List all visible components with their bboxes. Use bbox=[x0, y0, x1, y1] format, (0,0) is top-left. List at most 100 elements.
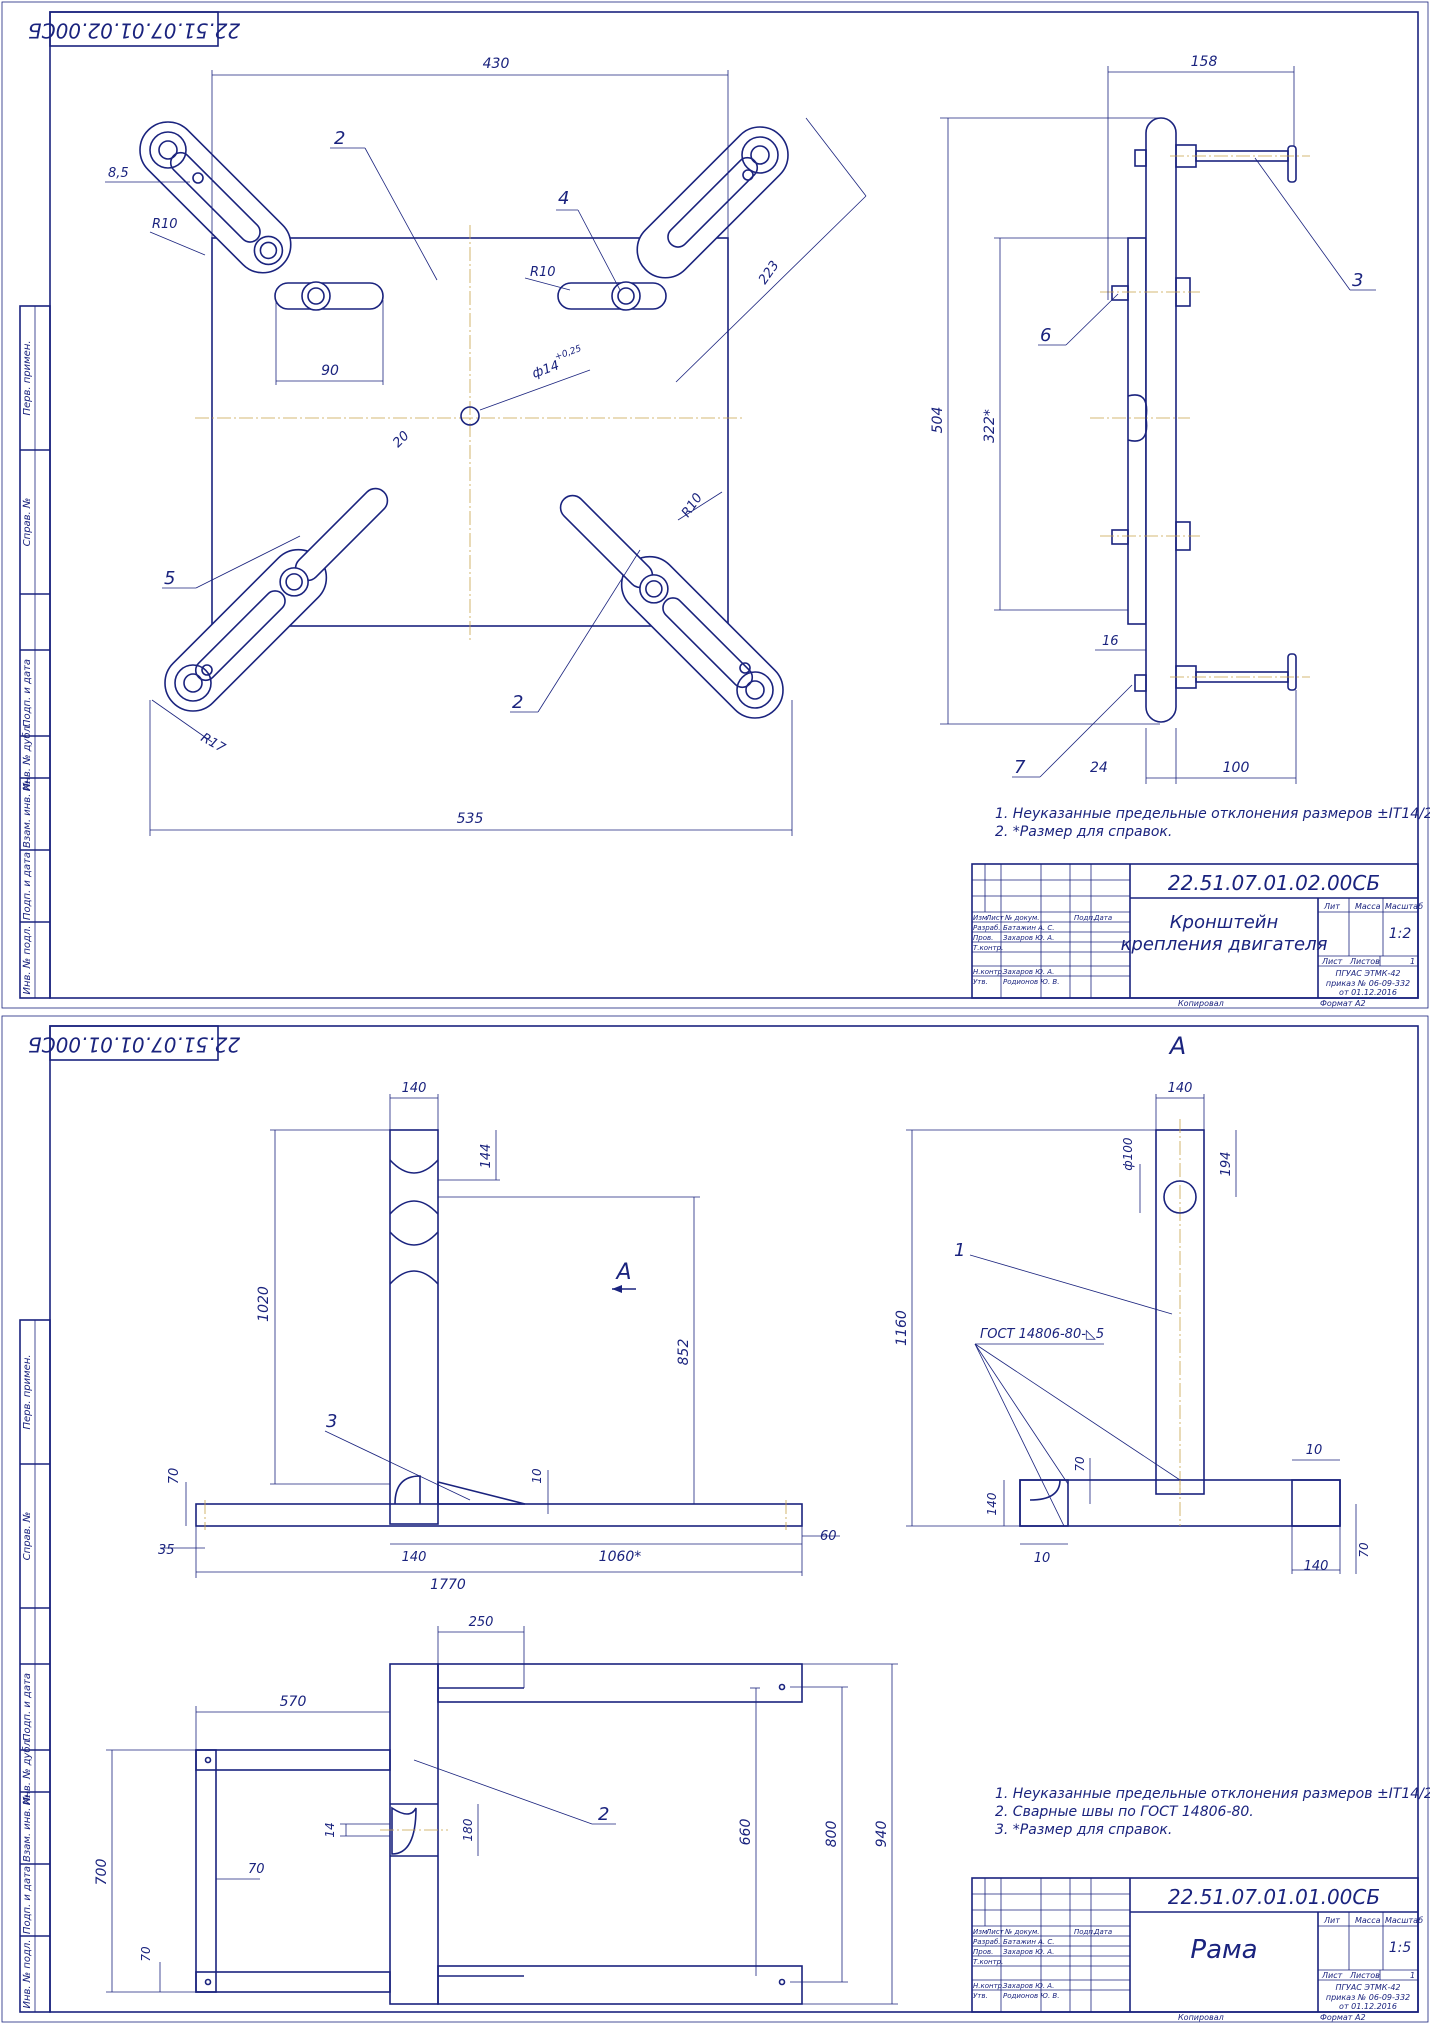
svg-text:Лист: Лист bbox=[1321, 957, 1343, 966]
svg-text:ПГУАС ЭТМК-42: ПГУАС ЭТМК-42 bbox=[1335, 1983, 1400, 1992]
svg-text:Масса: Масса bbox=[1355, 1916, 1381, 1925]
dim-100: 100 bbox=[1223, 760, 1250, 776]
dim-a-dia100: ф100 bbox=[1121, 1137, 1135, 1171]
dim-144: 144 bbox=[479, 1144, 494, 1169]
dim-140-b: 140 bbox=[402, 1550, 427, 1565]
dim-35: 35 bbox=[158, 1543, 175, 1558]
dim-250: 250 bbox=[469, 1615, 494, 1630]
dim-700: 700 bbox=[94, 1859, 110, 1886]
rib bbox=[437, 1480, 526, 1505]
weld-symbol: ГОСТ 14806-80-◺5 bbox=[980, 1327, 1104, 1342]
dim-r10-right: R10 bbox=[679, 491, 706, 521]
scale: 1:2 bbox=[1389, 926, 1412, 942]
dim-24: 24 bbox=[1090, 760, 1108, 776]
dim-180: 180 bbox=[461, 1818, 475, 1841]
svg-text:Подп.: Подп. bbox=[1074, 914, 1095, 922]
svg-text:Захаров Ю. А.: Захаров Ю. А. bbox=[1003, 1948, 1054, 1956]
item-2-top: 2 bbox=[334, 128, 345, 149]
item-3: 3 bbox=[1352, 270, 1363, 291]
dim-tol: +0,25 bbox=[554, 344, 584, 363]
dim-a-70-r: 70 bbox=[1357, 1542, 1371, 1558]
svg-text:Т.контр.: Т.контр. bbox=[973, 944, 1003, 952]
strip-label: Подп. и дата bbox=[22, 1866, 33, 1934]
plan-beam-bottom bbox=[437, 1965, 803, 2005]
view-a-label: А bbox=[1168, 1032, 1186, 1060]
note-3: 3. *Размер для справок. bbox=[995, 1822, 1172, 1838]
rotated-code: 22.51.07.01.01.00СБ bbox=[28, 1033, 240, 1057]
dim-430: 430 bbox=[483, 56, 510, 72]
strip-label: Взам. инв. № bbox=[22, 1794, 33, 1862]
title-code: 22.51.07.01.01.00СБ bbox=[1168, 1885, 1380, 1909]
svg-text:Батажин А. С.: Батажин А. С. bbox=[1003, 1938, 1054, 1946]
copied-label: Копировал bbox=[1178, 999, 1224, 1008]
svg-text:№ докум.: № докум. bbox=[1004, 914, 1040, 922]
dim-60: 60 bbox=[820, 1529, 837, 1544]
view-arrow-label: А bbox=[614, 1260, 631, 1285]
svg-text:Дата: Дата bbox=[1093, 1928, 1112, 1936]
arm-bottom-right bbox=[559, 494, 784, 719]
strip-label: Подп. и дата bbox=[22, 852, 33, 920]
frame-plan-view: 250 570 14 180 660 800 940 700 70 70 2 bbox=[94, 1615, 898, 2005]
note-2: 2. *Размер для справок. bbox=[995, 824, 1172, 840]
svg-text:Захаров Ю. А.: Захаров Ю. А. bbox=[1003, 934, 1054, 942]
copied-label: Копировал bbox=[1178, 2013, 1224, 2022]
svg-text:ПГУАС ЭТМК-42: ПГУАС ЭТМК-42 bbox=[1335, 969, 1400, 978]
svg-text:Лист: Лист bbox=[985, 914, 1005, 922]
svg-text:Утв.: Утв. bbox=[973, 978, 988, 986]
frame-drawing: 22.51.07.01.01.00СБ Перв. примен. Справ.… bbox=[1, 1015, 1430, 2023]
dim-1060: 1060* bbox=[599, 1549, 642, 1565]
title-name: Рама bbox=[1190, 1935, 1257, 1965]
dim-16: 16 bbox=[1102, 634, 1119, 649]
dim-8-5: 8,5 bbox=[108, 166, 129, 181]
plan-strut-bottom bbox=[195, 1971, 391, 1993]
svg-text:Лист: Лист bbox=[985, 1928, 1005, 1936]
svg-text:Лит: Лит bbox=[1323, 1916, 1340, 1925]
rotated-code: 22.51.07.01.02.00СБ bbox=[28, 19, 240, 43]
svg-text:Утв.: Утв. bbox=[973, 1992, 988, 2000]
base-beam bbox=[195, 1503, 803, 1527]
note-1: 1. Неуказанные предельные отклонения раз… bbox=[995, 1786, 1430, 1802]
dim-r10-left: R10 bbox=[152, 217, 178, 232]
dim-20: 20 bbox=[390, 429, 412, 451]
item-2-bottom: 2 bbox=[512, 692, 523, 713]
rotated-code-box bbox=[49, 1025, 219, 1061]
dim-r17: R17 bbox=[198, 730, 228, 756]
svg-text:Дата: Дата bbox=[1093, 914, 1112, 922]
dim-a-140-b: 140 bbox=[1304, 1559, 1329, 1574]
bracket-drawing: 22.51.07.01.02.00СБ Перв. примен. Справ.… bbox=[1, 1, 1430, 1009]
svg-text:приказ № 06-09-332: приказ № 06-09-332 bbox=[1326, 1993, 1410, 2002]
svg-text:Разраб.: Разраб. bbox=[973, 924, 1001, 932]
svg-text:Батажин А. С.: Батажин А. С. bbox=[1003, 924, 1054, 932]
strip-label: Перв. примен. bbox=[22, 1354, 33, 1429]
dim-a-10-b: 10 bbox=[1034, 1551, 1051, 1566]
outer-frame bbox=[1, 1, 1429, 1009]
svg-text:Масштаб: Масштаб bbox=[1385, 1916, 1423, 1925]
svg-text:Листов: Листов bbox=[1349, 1971, 1380, 1980]
svg-text:Масса: Масса bbox=[1355, 902, 1381, 911]
center-hole bbox=[460, 406, 480, 426]
strip-label: Инв. № подл. bbox=[22, 926, 33, 995]
dim-570: 570 bbox=[280, 1694, 307, 1710]
strip-label: Подп. и дата bbox=[22, 659, 33, 727]
item-7: 7 bbox=[1014, 757, 1026, 778]
plan-beam-top bbox=[437, 1663, 803, 1703]
dim-70-b: 70 bbox=[139, 1946, 153, 1962]
item-5: 5 bbox=[164, 568, 175, 589]
svg-text:Масштаб: Масштаб bbox=[1385, 902, 1423, 911]
dim-660: 660 bbox=[738, 1819, 754, 1846]
arm-top-left bbox=[139, 121, 292, 274]
format-label: Формат А2 bbox=[1320, 999, 1366, 1008]
dim-a-1160: 1160 bbox=[894, 1310, 910, 1346]
dim-504: 504 bbox=[930, 407, 946, 434]
side-plate bbox=[1127, 237, 1147, 625]
svg-text:Разраб.: Разраб. bbox=[973, 1938, 1001, 1946]
svg-text:Лист: Лист bbox=[1321, 1971, 1343, 1980]
dim-223: 223 bbox=[756, 258, 783, 287]
dim-800: 800 bbox=[824, 1821, 840, 1848]
column bbox=[389, 1129, 439, 1525]
view-a: А 140 ф100 194 1160 70 140 10 10 70 bbox=[894, 1032, 1371, 1574]
dim-a-10-r: 10 bbox=[1306, 1443, 1323, 1458]
svg-text:№ докум.: № докум. bbox=[1004, 1928, 1040, 1936]
plan-strut-left bbox=[195, 1749, 217, 1993]
side-strip: Перв. примен. Справ. № Подп. и дата Инв.… bbox=[19, 1319, 51, 2013]
